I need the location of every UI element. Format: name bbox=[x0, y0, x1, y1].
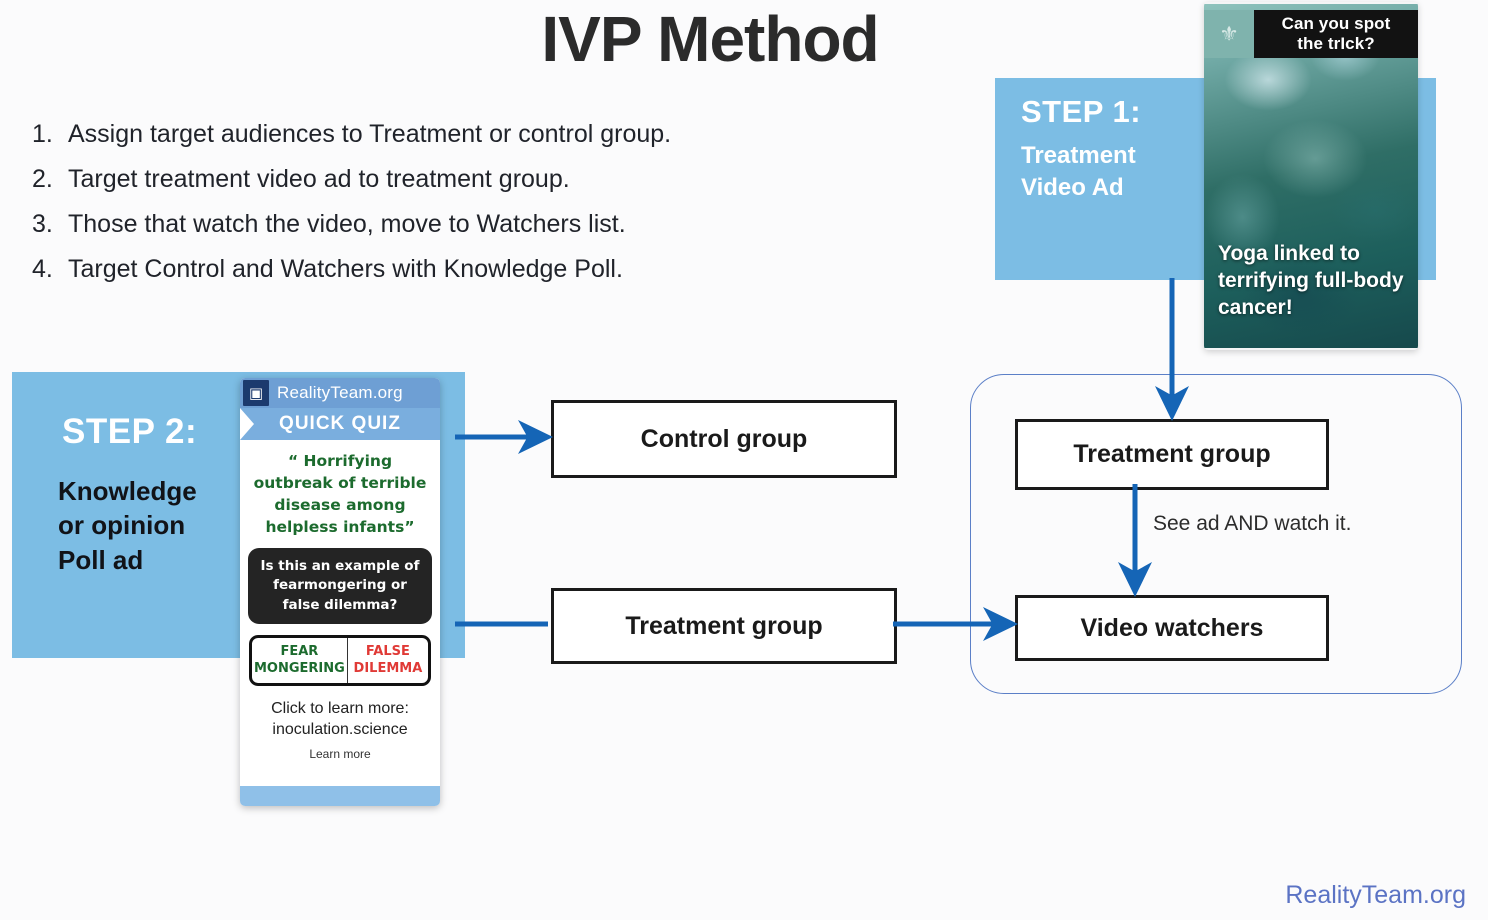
list-item: 3. Those that watch the video, move to W… bbox=[32, 210, 892, 239]
flow-box-video-watchers[interactable]: Video watchers bbox=[1015, 595, 1329, 661]
video-ad-background-image bbox=[1204, 4, 1418, 348]
footer-brand: RealityTeam.org bbox=[1285, 881, 1466, 909]
quiz-answer-group: FEAR MONGERING FALSE DILEMMA bbox=[249, 635, 431, 686]
crown-logo-icon: ⚜ bbox=[1204, 10, 1254, 58]
crown-glyph: ⚜ bbox=[1219, 22, 1239, 45]
video-ad-headline: Yoga linked to terrifying full-body canc… bbox=[1218, 242, 1404, 320]
quiz-card-footer bbox=[240, 786, 440, 806]
list-item-label: Assign target audiences to Treatment or … bbox=[68, 120, 672, 148]
flow-box-treatment-group[interactable]: Treatment group bbox=[551, 588, 897, 664]
method-steps-list: 1. Assign target audiences to Treatment … bbox=[32, 120, 892, 300]
quiz-banner-wrap: QUICK QUIZ bbox=[240, 408, 440, 442]
learn-more-link[interactable]: Learn more bbox=[309, 747, 371, 761]
flow-box-treatment-group-2[interactable]: Treatment group bbox=[1015, 419, 1329, 490]
list-item-label: Target treatment video ad to treatment g… bbox=[68, 165, 570, 193]
treatment-video-ad[interactable]: ⚜ Can you spot the trIck? Yoga linked to… bbox=[1204, 2, 1418, 350]
quiz-quote-text: “ Horrifying outbreak of terrible diseas… bbox=[253, 452, 427, 536]
flow-box-control-group[interactable]: Control group bbox=[551, 400, 897, 478]
step1-subtitle: Treatment Video Ad bbox=[1021, 142, 1136, 201]
list-item: 2. Target treatment video ad to treatmen… bbox=[32, 165, 892, 194]
step2-subtitle: Knowledge or opinion Poll ad bbox=[58, 476, 197, 575]
list-item: 4. Target Control and Watchers with Know… bbox=[32, 255, 892, 284]
answer-false-dilemma-button[interactable]: FALSE DILEMMA bbox=[353, 644, 423, 676]
quiz-card-brand: RealityTeam.org bbox=[277, 383, 403, 402]
quiz-question-text: Is this an example of fearmongering or f… bbox=[248, 548, 432, 625]
answer-fear-mongering-button[interactable]: FEAR MONGERING bbox=[252, 638, 348, 683]
see-ad-edge-label: See ad AND watch it. bbox=[1153, 512, 1352, 535]
quick-quiz-banner: QUICK QUIZ bbox=[240, 408, 440, 440]
list-item-label: Target Control and Watchers with Knowled… bbox=[68, 255, 623, 283]
list-item-number: 1. bbox=[32, 120, 53, 148]
list-item-number: 2. bbox=[32, 165, 53, 193]
list-item-label: Those that watch the video, move to Watc… bbox=[68, 210, 626, 238]
quick-quiz-banner-label: QUICK QUIZ bbox=[279, 413, 401, 434]
quiz-card-header: ▣ RealityTeam.org bbox=[240, 378, 440, 408]
video-ad-hook-text: Can you spot the trIck? bbox=[1254, 10, 1418, 58]
list-item-number: 3. bbox=[32, 210, 53, 238]
list-item-number: 4. bbox=[32, 255, 53, 283]
step1-panel: STEP 1: Treatment Video Ad bbox=[995, 78, 1207, 280]
page-title: IVP Method bbox=[541, 3, 879, 75]
video-ad-frame: ⚜ Can you spot the trIck? Yoga linked to… bbox=[1204, 4, 1418, 348]
reality-team-logo-icon: ▣ bbox=[243, 380, 269, 406]
knowledge-poll-ad-card[interactable]: ▣ RealityTeam.org QUICK QUIZ “ Horrifyin… bbox=[240, 378, 440, 806]
logo-glyph: ▣ bbox=[248, 383, 264, 402]
list-item: 1. Assign target audiences to Treatment … bbox=[32, 120, 892, 149]
treatment-flow-container bbox=[970, 374, 1462, 694]
step1-title: STEP 1: bbox=[1021, 94, 1142, 129]
step2-title: STEP 2: bbox=[62, 412, 198, 451]
quiz-cta-text: Click to learn more: inoculation.science bbox=[271, 699, 409, 739]
